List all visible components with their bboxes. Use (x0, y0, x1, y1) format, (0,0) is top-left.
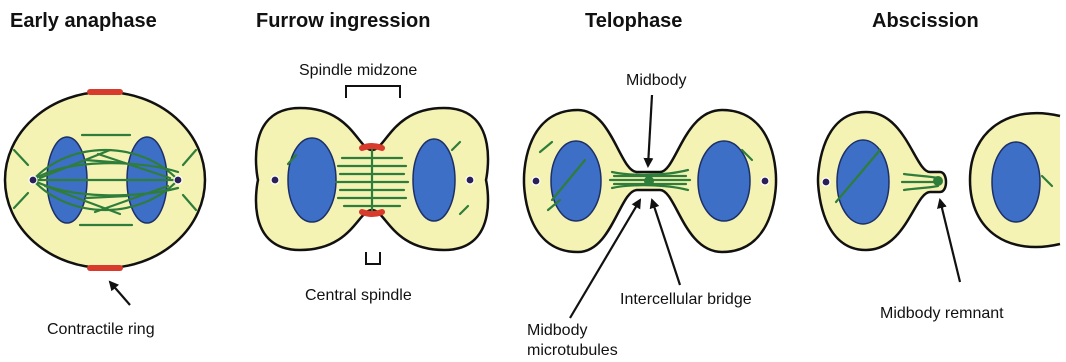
title-furrow-ingression: Furrow ingression (256, 10, 430, 32)
label-intercellular-bridge: Intercellular bridge (620, 291, 752, 308)
contractile-ring-top (362, 146, 382, 148)
abscission-cells (818, 112, 1060, 282)
spindle-pole-left (532, 177, 540, 185)
spindle-pole-right (466, 176, 474, 184)
title-early-anaphase: Early anaphase (10, 10, 157, 32)
spindle-pole-right (174, 176, 182, 184)
nucleus-left (837, 140, 889, 224)
midbody-dot (644, 176, 654, 186)
label-midbody: Midbody (626, 72, 686, 89)
label-spindle-midzone: Spindle midzone (299, 62, 417, 79)
title-telophase: Telophase (585, 10, 682, 32)
label-contractile-ring: Contractile ring (47, 321, 155, 338)
contractile-ring-bottom (362, 212, 382, 214)
spindle-pole-left (822, 178, 830, 186)
furrow-ingression-cell (256, 86, 488, 264)
label-midbody-microtubules-line2: microtubules (527, 342, 618, 359)
title-abscission: Abscission (872, 10, 979, 32)
arrow-midbody-remnant (940, 200, 960, 282)
arrow-contractile-ring (110, 282, 130, 305)
spindle-pole-right (761, 177, 769, 185)
label-midbody-remnant: Midbody remnant (880, 305, 1004, 322)
arrow-intercellular-bridge (652, 200, 680, 285)
nucleus-left (288, 138, 336, 222)
midbody-remnant-dot (933, 176, 943, 186)
spindle-pole-left (29, 176, 37, 184)
arrow-midbody (648, 95, 652, 166)
spindle-pole-left (271, 176, 279, 184)
label-central-spindle: Central spindle (305, 287, 412, 304)
early-anaphase-cell (5, 92, 205, 305)
nucleus-left (551, 141, 601, 221)
label-midbody-microtubules-line1: Midbody (527, 322, 587, 339)
nucleus-right (992, 142, 1040, 222)
central-spindle-bracket (366, 252, 380, 264)
nucleus-right (413, 139, 455, 221)
nucleus-right (698, 141, 750, 221)
spindle-midzone-bracket (346, 86, 400, 98)
telophase-cell (524, 95, 776, 318)
